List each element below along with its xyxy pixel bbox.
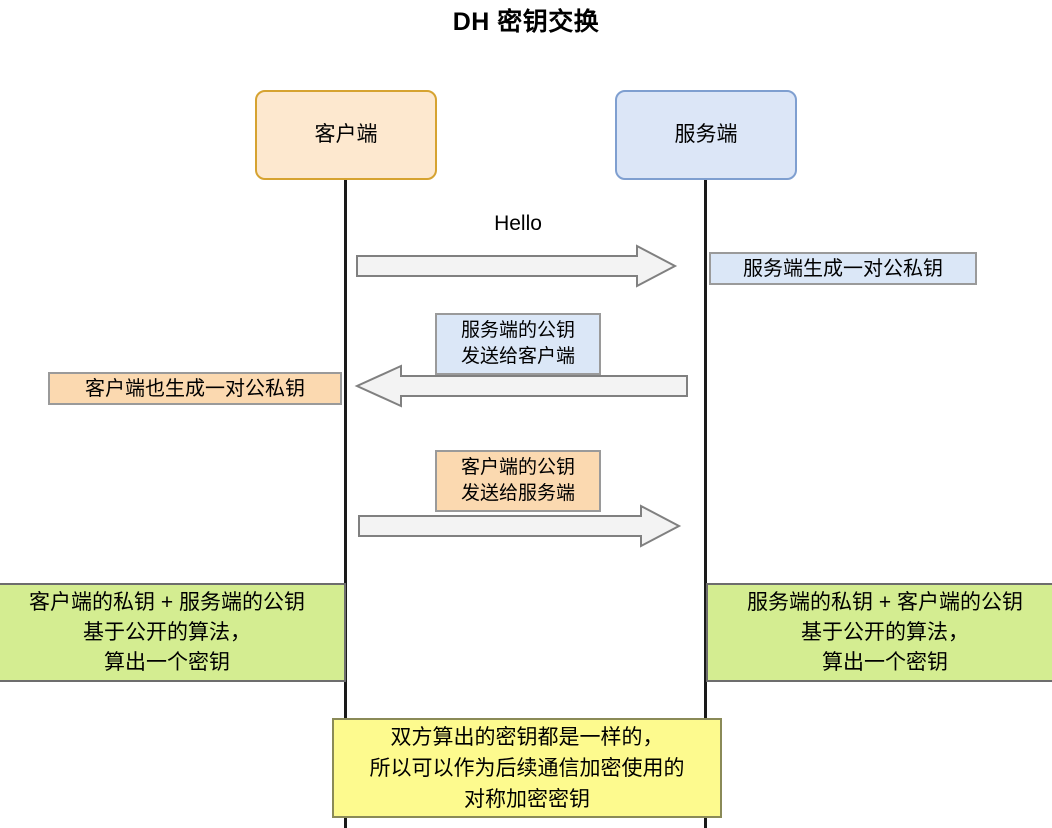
note-server-generates-keypair: 服务端生成一对公私钥	[709, 252, 977, 285]
message-label-client-public-key-text: 客户端的公钥 发送给服务端	[460, 457, 575, 504]
note-server-computes-secret-text: 服务端的私钥 + 客户端的公钥 基于公开的算法， 算出一个密钥	[747, 590, 1023, 674]
page-title: DH 密钥交换	[452, 8, 600, 36]
arrow-right-client-public-key	[358, 504, 682, 548]
arrow-left-server-public-key	[354, 364, 688, 408]
message-label-hello: Hello	[494, 212, 542, 235]
message-label-server-public-key: 服务端的公钥 发送给客户端	[435, 313, 601, 375]
arrow-right-hello	[356, 244, 678, 288]
participant-server-label: 服务端	[674, 123, 738, 146]
note-client-generates-keypair-text: 客户端也生成一对公私钥	[85, 377, 305, 400]
message-label-server-public-key-text: 服务端的公钥 发送给客户端	[460, 320, 575, 367]
note-shared-secret-conclusion: 双方算出的密钥都是一样的， 所以可以作为后续通信加密使用的 对称加密密钥	[332, 718, 722, 818]
note-client-generates-keypair: 客户端也生成一对公私钥	[48, 372, 342, 405]
note-server-generates-keypair-text: 服务端生成一对公私钥	[743, 257, 943, 280]
message-label-client-public-key: 客户端的公钥 发送给服务端	[435, 450, 601, 512]
note-shared-secret-conclusion-text: 双方算出的密钥都是一样的， 所以可以作为后续通信加密使用的 对称加密密钥	[369, 725, 685, 811]
note-client-computes-secret: 客户端的私钥 + 服务端的公钥 基于公开的算法， 算出一个密钥	[0, 583, 346, 682]
participant-client[interactable]: 客户端	[255, 90, 437, 180]
participant-client-label: 客户端	[314, 123, 378, 146]
lifeline-client	[344, 180, 347, 828]
lifeline-server	[704, 180, 707, 828]
note-server-computes-secret: 服务端的私钥 + 客户端的公钥 基于公开的算法， 算出一个密钥	[706, 583, 1052, 682]
participant-server[interactable]: 服务端	[615, 90, 797, 180]
note-client-computes-secret-text: 客户端的私钥 + 服务端的公钥 基于公开的算法， 算出一个密钥	[29, 590, 305, 674]
